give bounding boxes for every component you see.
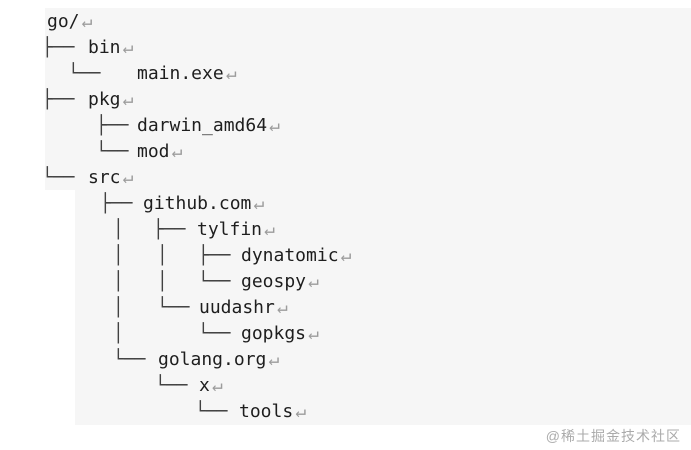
- tree-branch-glyph: ├──: [153, 219, 186, 240]
- tree-line: go/↵: [0, 9, 691, 35]
- carriage-return-icon: ↵: [269, 115, 280, 136]
- carriage-return-icon: ↵: [122, 37, 134, 58]
- carriage-return-icon: ↵: [268, 349, 280, 370]
- tree-line: └── golang.org↵: [0, 347, 691, 373]
- tree-branch-glyph: └──: [155, 375, 188, 396]
- carriage-return-icon: ↵: [264, 219, 275, 240]
- entry-name: go/↵: [47, 11, 93, 32]
- tree-branch-glyph: │: [113, 271, 124, 292]
- tree-branch-glyph: └──: [113, 349, 146, 370]
- tree-branch-glyph: ├──: [100, 193, 133, 214]
- tree-branch-glyph: ├──: [42, 89, 75, 110]
- carriage-return-icon: ↵: [211, 375, 223, 396]
- entry-name: src↵: [88, 167, 134, 188]
- entry-name: darwin_amd64↵: [137, 115, 280, 136]
- carriage-return-icon: ↵: [308, 323, 319, 344]
- carriage-return-icon: ↵: [122, 89, 134, 110]
- carriage-return-icon: ↵: [122, 167, 134, 188]
- tree-line: └── x↵: [0, 373, 691, 399]
- tree-branch-glyph: └──: [195, 401, 228, 422]
- tree-branch-glyph: │: [113, 219, 124, 240]
- entry-name: dynatomic↵: [241, 245, 352, 266]
- tree-line: ├── darwin_amd64↵: [0, 113, 691, 139]
- code-block-background-top: [45, 8, 691, 190]
- tree-branch-glyph: │: [113, 245, 124, 266]
- tree-line: └── main.exe↵: [0, 61, 691, 87]
- tree-branch-glyph: │: [113, 323, 124, 344]
- tree-branch-glyph: │: [157, 271, 168, 292]
- tree-branch-glyph: └──: [96, 141, 129, 162]
- tree-branch-glyph: │: [157, 245, 168, 266]
- carriage-return-icon: ↵: [340, 245, 352, 266]
- tree-branch-glyph: └──: [198, 271, 231, 292]
- entry-name: uudashr↵: [199, 297, 288, 318]
- carriage-return-icon: ↵: [225, 63, 237, 84]
- tree-line: │ └── gopkgs↵: [0, 321, 691, 347]
- tree-line: └── src↵: [0, 165, 691, 191]
- carriage-return-icon: ↵: [81, 11, 93, 32]
- entry-name: tools↵: [239, 401, 307, 422]
- entry-name: golang.org↵: [158, 349, 280, 370]
- entry-name: pkg↵: [88, 89, 134, 110]
- tree-line: ├── bin↵: [0, 35, 691, 61]
- tree-line: │ │ └── geospy↵: [0, 269, 691, 295]
- tree-line: └── tools↵: [0, 399, 691, 425]
- carriage-return-icon: ↵: [308, 271, 319, 292]
- tree-branch-glyph: ├──: [42, 37, 75, 58]
- entry-name: bin↵: [88, 37, 134, 58]
- tree-branch-glyph: ├──: [96, 115, 129, 136]
- tree-line: │ ├── tylfin↵: [0, 217, 691, 243]
- entry-name: x↵: [199, 375, 223, 396]
- carriage-return-icon: ↵: [253, 193, 265, 214]
- carriage-return-icon: ↵: [295, 401, 307, 422]
- entry-name: gopkgs↵: [241, 323, 319, 344]
- tree-branch-glyph: └──: [68, 63, 101, 84]
- tree-branch-glyph: └──: [198, 323, 231, 344]
- entry-name: main.exe↵: [137, 63, 237, 84]
- tree-line: │ └── uudashr↵: [0, 295, 691, 321]
- watermark: @稀土掘金技术社区: [545, 428, 681, 444]
- entry-name: tylfin↵: [197, 219, 275, 240]
- code-block-background-bottom: [75, 190, 691, 425]
- tree-branch-glyph: ├──: [198, 245, 231, 266]
- carriage-return-icon: ↵: [171, 141, 183, 162]
- tree-branch-glyph: │: [113, 297, 124, 318]
- entry-name: mod↵: [137, 141, 183, 162]
- tree-line: │ │ ├── dynatomic↵: [0, 243, 691, 269]
- tree-branch-glyph: └──: [42, 167, 75, 188]
- carriage-return-icon: ↵: [276, 297, 288, 318]
- tree-line: └── mod↵: [0, 139, 691, 165]
- directory-tree: go/↵ ├── bin↵ └── main.exe↵ ├── pkg↵ ├── darwin_…: [0, 9, 691, 425]
- entry-name: geospy↵: [241, 271, 319, 292]
- tree-branch-glyph: └──: [157, 297, 190, 318]
- tree-line: ├── github.com↵: [0, 191, 691, 217]
- tree-line: ├── pkg↵: [0, 87, 691, 113]
- entry-name: github.com↵: [143, 193, 265, 214]
